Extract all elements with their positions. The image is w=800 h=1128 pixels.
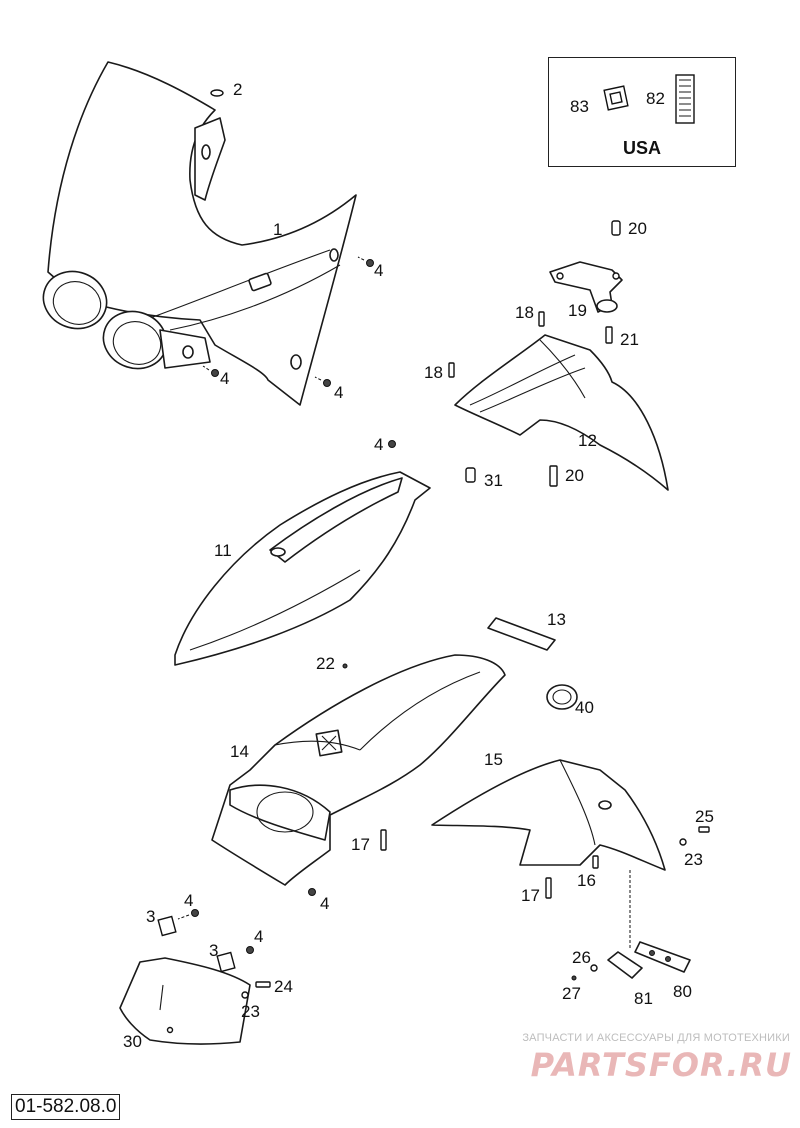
callout-18b: 18: [424, 363, 443, 382]
callout-4d: 4: [374, 435, 383, 454]
callout-20b: 20: [565, 466, 584, 485]
callout-3b: 3: [209, 941, 218, 960]
callout-81: 81: [634, 989, 653, 1008]
callout-31: 31: [484, 471, 503, 490]
usa-region-label: USA: [622, 138, 661, 158]
usa-variant-inset: USA: [548, 57, 736, 167]
front-fender-lower-part: [431, 759, 666, 871]
callout-4a: 4: [374, 261, 383, 280]
fender-bracket-part: [549, 261, 623, 313]
callout-19: 19: [568, 301, 587, 320]
callout-17a: 17: [351, 835, 370, 854]
rear-reflector-part: [607, 941, 691, 979]
callout-2: 2: [233, 80, 242, 99]
decal-strip-part: [487, 617, 556, 651]
callout-17b: 17: [521, 886, 540, 905]
callout-4f: 4: [184, 891, 193, 910]
callout-15: 15: [484, 750, 503, 769]
rear-fender-part: [211, 654, 506, 886]
callout-4b: 4: [220, 369, 229, 388]
callout-27: 27: [562, 984, 581, 1003]
callout-82: 82: [646, 89, 665, 108]
callout-11: 11: [214, 541, 232, 560]
callout-23a: 23: [684, 850, 703, 869]
hardware-fasteners: [177, 220, 710, 999]
watermark-logo: PARTSFOR.RU: [530, 1046, 792, 1084]
usa-inset-parts: [603, 74, 695, 124]
callout-21: 21: [620, 330, 639, 349]
callout-4e: 4: [320, 894, 329, 913]
callout-26: 26: [572, 948, 591, 967]
callout-labels: 1 2 4 4 4 4 20 19 18 21 18 12 31 20 11 1…: [123, 80, 714, 1051]
callout-13: 13: [547, 610, 566, 629]
callout-4g: 4: [254, 927, 263, 946]
catalog-code: 01-582.08.0: [11, 1094, 121, 1120]
callout-4c: 4: [334, 383, 343, 402]
callout-3a: 3: [146, 907, 155, 926]
callout-22: 22: [316, 654, 335, 673]
callout-16: 16: [577, 871, 596, 890]
callout-23b: 23: [241, 1002, 260, 1021]
callout-20a: 20: [628, 219, 647, 238]
callout-25: 25: [695, 807, 714, 826]
grommet-part: [210, 89, 224, 97]
front-fender-part: [174, 471, 431, 666]
front-fender-upper-part: [454, 334, 669, 491]
callout-80: 80: [673, 982, 692, 1001]
callout-83: 83: [570, 97, 589, 116]
watermark-tagline: ЗАПЧАСТИ И АКСЕССУАРЫ ДЛЯ МОТОТЕХНИКИ: [522, 1032, 790, 1044]
callout-18a: 18: [515, 303, 534, 322]
callout-30: 30: [123, 1032, 142, 1051]
callout-40: 40: [575, 698, 594, 717]
headlight-mask-part: [42, 61, 357, 406]
callout-1: 1: [273, 220, 282, 239]
callout-12: 12: [578, 431, 597, 450]
callout-14: 14: [230, 742, 249, 761]
rubber-grommet-part: [546, 684, 578, 710]
license-plate-bracket-part: [119, 915, 251, 1045]
callout-24: 24: [274, 977, 293, 996]
